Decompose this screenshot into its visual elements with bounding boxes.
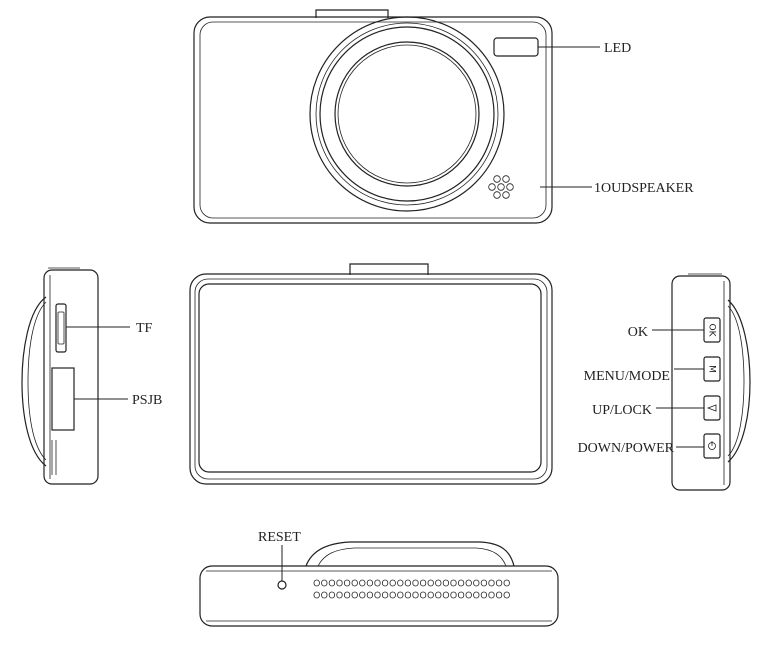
vent-slot: [412, 591, 419, 599]
up-arrow-icon: [706, 404, 717, 412]
reset-hole[interactable]: [277, 580, 287, 590]
vent-slot: [321, 591, 328, 599]
vent-slot: [503, 579, 510, 587]
vent-slot: [397, 591, 404, 599]
psjb-label: PSJB: [132, 393, 162, 408]
front-body-inner: [199, 21, 547, 219]
left-side-body: [43, 269, 99, 485]
vent-slot: [465, 591, 472, 599]
up-lock-label: UP/LOCK: [592, 403, 652, 418]
vent-slot: [313, 591, 320, 599]
vent-slot: [351, 591, 358, 599]
led-window: [493, 37, 539, 57]
vent-slot: [457, 591, 465, 599]
bottom-body: [199, 565, 559, 627]
right-side-body: [671, 275, 731, 491]
vent-slot: [473, 579, 480, 587]
vent-slot: [442, 579, 450, 587]
front-mount-tab: [315, 9, 389, 18]
vent-slot: [488, 591, 495, 599]
lens: [309, 16, 505, 212]
back-view: [189, 263, 553, 485]
vent-slot: [336, 591, 343, 599]
vent-slot: [442, 591, 450, 599]
vent-slot: [450, 579, 457, 587]
ok-button[interactable]: OK: [703, 317, 721, 343]
down-power-button[interactable]: [703, 433, 721, 459]
vent-slot: [343, 591, 351, 599]
reset-label: RESET: [258, 530, 301, 545]
vent-slot: [419, 591, 427, 599]
left-lens-bump: [21, 296, 47, 467]
up-lock-button[interactable]: [703, 395, 721, 421]
bottom-lens-dome: [305, 541, 515, 567]
vent-slot: [359, 579, 366, 587]
back-body: [189, 273, 553, 485]
menu-button-glyph: M: [707, 365, 717, 373]
loudspeaker-label: 1OUDSPEAKER: [594, 181, 694, 196]
speaker-grille-icon: [488, 175, 514, 199]
vent-slot: [480, 591, 488, 599]
led-label: LED: [604, 41, 631, 56]
tf-card-slot: [55, 303, 67, 353]
menu-mode-button[interactable]: M: [703, 356, 721, 382]
vent-slot: [389, 591, 396, 599]
vent-slot: [427, 591, 434, 599]
vent-slot: [473, 591, 480, 599]
back-mount-tab: [349, 263, 429, 275]
vent-slot: [359, 591, 366, 599]
vent-slot: [465, 579, 472, 587]
down-power-label: DOWN/POWER: [578, 441, 675, 456]
vent-slot: [412, 579, 419, 587]
vent-slot: [374, 579, 381, 587]
display-screen: [198, 283, 542, 473]
vent-slot: [397, 579, 404, 587]
vent-slot: [389, 579, 396, 587]
vent-slot: [321, 579, 328, 587]
bottom-view: RESET: [199, 530, 559, 627]
vent-slot: [374, 591, 381, 599]
vent-slot: [480, 579, 488, 587]
menu-mode-label: MENU/MODE: [584, 369, 670, 384]
vent-slot: [381, 579, 389, 587]
vent-slot: [366, 579, 374, 587]
ok-button-glyph: OK: [707, 324, 717, 338]
vent-slot: [419, 579, 427, 587]
front-body: [193, 16, 553, 224]
vent-slot: [404, 579, 412, 587]
vent-slot: [328, 591, 336, 599]
vent-slot: [366, 591, 374, 599]
right-lens-bump: [727, 299, 751, 463]
vent-slot: [495, 579, 503, 587]
vent-slot: [457, 579, 465, 587]
tf-label: TF: [136, 321, 153, 336]
psjb-port: [51, 367, 75, 431]
vent-slot: [328, 579, 336, 587]
vent-slot: [435, 579, 442, 587]
vent-slot: [336, 579, 343, 587]
vent-slot: [495, 591, 503, 599]
vent-slot: [450, 591, 457, 599]
vent-slot: [503, 591, 510, 599]
vent-slot: [427, 579, 434, 587]
vent-slot: [488, 579, 495, 587]
left-side-view: TF PSJB: [21, 267, 162, 485]
vent-slot: [313, 579, 320, 587]
vent-slot: [435, 591, 442, 599]
ok-label: OK: [628, 325, 648, 340]
vent-slot: [343, 579, 351, 587]
vent-slot: [381, 591, 389, 599]
vent-slot: [404, 591, 412, 599]
front-view: LED 1OUDSPEAKER: [193, 9, 694, 224]
vent-grille: [313, 579, 510, 599]
right-side-view: OK M OK MENU/MODE UP/LOCK DOWN/POWER: [578, 273, 751, 491]
vent-slot: [351, 579, 358, 587]
